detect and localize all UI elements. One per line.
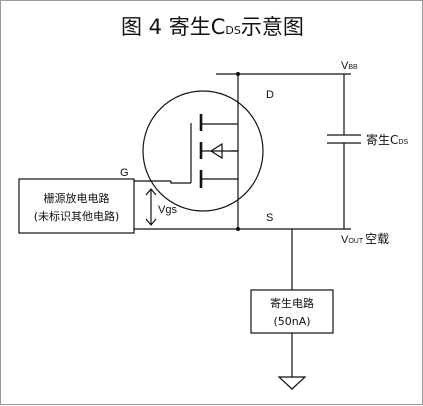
gate-lead (170, 181, 191, 184)
vbb-label: VBB (341, 60, 358, 72)
title-subscript: DS (225, 24, 240, 37)
parasitic-circuit-line2: (50nA) (273, 315, 310, 328)
body-diode-arrow (209, 142, 223, 160)
source-junction-dot (236, 227, 240, 231)
gate-driver-line2: (未标识其他电路) (34, 209, 120, 223)
gate-label: G (120, 167, 129, 179)
diagram-title: 图 4 寄生CDS示意图 (121, 15, 304, 39)
ground-symbol (277, 376, 307, 390)
title-suffix: 示意图 (241, 15, 304, 39)
title-prefix: 图 4 寄生C (121, 15, 225, 39)
gate-driver-box (18, 178, 135, 234)
mosfet-body-circle (142, 90, 264, 212)
gate-driver-line1: 栅源放电电路 (44, 191, 110, 205)
drain-label: D (266, 89, 274, 101)
vgs-label: Vgs (158, 204, 177, 216)
capacitor-label: 寄生CDS (366, 132, 408, 147)
parasitic-circuit-line1: 寄生电路 (270, 296, 314, 310)
source-label: S (266, 212, 273, 224)
vgs-arrow-head-up (145, 188, 157, 196)
vgs-arrow-head-down (145, 218, 157, 226)
